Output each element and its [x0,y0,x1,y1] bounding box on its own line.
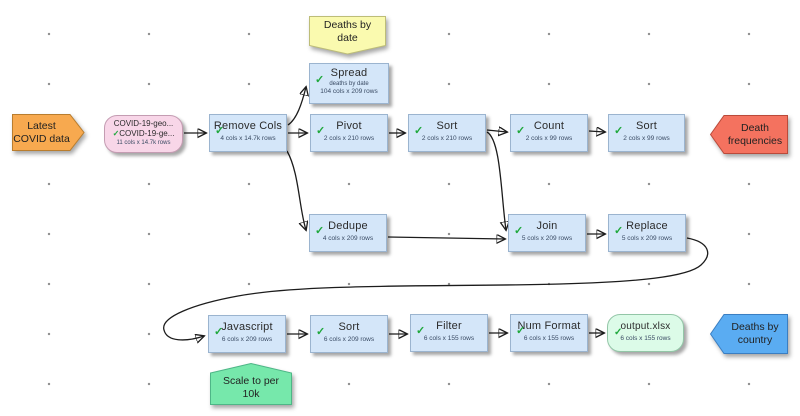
node-title: Dedupe [328,220,368,232]
node-filter[interactable]: ✓ Filter 6 cols x 155 rows [410,314,488,352]
node-rows: 11 cols x 14.7k rows [116,140,171,146]
note-label: Scale to per 10k [222,375,280,400]
node-title: Join [536,220,558,232]
node-rows: 2 cols x 99 rows [525,135,573,142]
edge-sort1-to-count [486,130,507,132]
node-output-xlsx[interactable]: ✓ output.xlsx 6 cols x 155 rows [607,314,684,352]
check-icon: ✓ [614,225,624,237]
flag-shape [12,114,85,151]
note-shape [309,16,386,55]
node-sort-1[interactable]: ✓ Sort 2 cols x 210 rows [408,114,486,152]
node-rows: 5 cols x 209 rows [521,235,573,242]
flag-label: Death frequencies [727,121,783,147]
node-title: Replace [626,220,668,232]
node-title: Sort [636,120,657,132]
note-shape [210,363,292,405]
node-title: Num Format [517,320,581,332]
node-rows: 6 cols x 155 rows [523,335,575,342]
check-icon: ✓ [414,125,424,137]
edge-count-to-sort2 [588,131,605,132]
node-rows: 2 cols x 210 rows [323,135,375,142]
edge-dedupe-to-join [387,237,505,239]
check-icon: ✓ [112,129,120,138]
node-join[interactable]: ✓ Join 5 cols x 209 rows [508,214,586,252]
edge-sort1-to-join [486,131,506,230]
check-icon: ✓ [416,325,426,337]
node-title: Sort [338,321,360,333]
node-title: Sort [436,120,458,132]
node-num-format[interactable]: ✓ Num Format 6 cols x 155 rows [510,314,588,352]
check-icon: ✓ [614,327,623,338]
check-icon: ✓ [316,125,326,137]
flag-label: Deaths by country [731,321,779,346]
node-rows: 6 cols x 209 rows [323,336,375,343]
node-dedupe[interactable]: ✓ Dedupe 4 cols x 209 rows [309,214,387,252]
flag-death-frequencies[interactable]: Death frequencies [710,115,788,154]
node-replace[interactable]: ✓ Replace 5 cols x 209 rows [608,214,686,252]
check-icon: ✓ [214,326,224,338]
node-rows: 6 cols x 155 rows [620,335,671,342]
check-icon: ✓ [516,325,526,337]
flag-latest-covid-data[interactable]: Latest COVID data [12,114,85,151]
node-title: Filter [436,320,462,332]
node-pivot[interactable]: ✓ Pivot 2 cols x 210 rows [310,114,388,152]
node-title: Remove Cols [213,120,283,132]
check-icon: ✓ [316,326,326,338]
flag-deaths-by-country[interactable]: Deaths by country [710,314,788,354]
node-remove-cols[interactable]: ✓ Remove Cols 4 cols x 14.7k rows [209,114,287,152]
check-icon: ✓ [315,74,325,86]
node-sort-2[interactable]: ✓ Sort 2 cols x 99 rows [608,114,685,152]
node-title: Spread [330,67,368,79]
node-rows: 2 cols x 210 rows [421,135,473,142]
node-rows: 5 cols x 209 rows [621,235,673,242]
node-title: Count [533,120,565,132]
check-icon: ✓ [614,125,624,137]
node-rows: 4 cols x 209 rows [322,235,374,242]
node-rows: 6 cols x 155 rows [423,335,475,342]
edge-remove-cols-to-spread [287,87,306,126]
note-deaths-by-date[interactable]: Deaths by date [309,16,386,55]
check-icon: ✓ [514,225,524,237]
source-file-1: COVID-19-geo... [113,119,174,128]
node-subtitle: deaths by date [329,81,369,87]
flag-shape [710,115,788,154]
node-source-file[interactable]: COVID-19-geo... ✓COVID-19-ge... 11 cols … [104,115,183,153]
node-spread[interactable]: ✓ Spread deaths by date 104 cols x 209 r… [309,63,389,104]
node-title: Javascript [221,321,273,333]
note-scale-to-per-10k[interactable]: Scale to per 10k [210,363,292,405]
flag-shape [710,314,788,354]
node-count[interactable]: ✓ Count 2 cols x 99 rows [510,114,588,152]
flag-label: Latest COVID data [13,119,70,145]
source-file-2: ✓COVID-19-ge... [112,129,175,138]
node-rows: 104 cols x 209 rows [320,88,378,95]
node-sort-3[interactable]: ✓ Sort 6 cols x 209 rows [310,315,388,353]
node-javascript[interactable]: ✓ Javascript 6 cols x 209 rows [208,315,286,353]
node-rows: 4 cols x 14.7k rows [220,135,276,142]
check-icon: ✓ [215,125,225,137]
check-icon: ✓ [516,125,526,137]
node-title: output.xlsx [620,321,671,332]
node-rows: 6 cols x 209 rows [221,336,273,343]
edge-remove-cols-to-dedupe [286,150,306,230]
note-label: Deaths by date [323,18,372,44]
node-title: Pivot [336,120,362,132]
node-rows: 2 cols x 99 rows [623,135,670,142]
check-icon: ✓ [315,225,325,237]
